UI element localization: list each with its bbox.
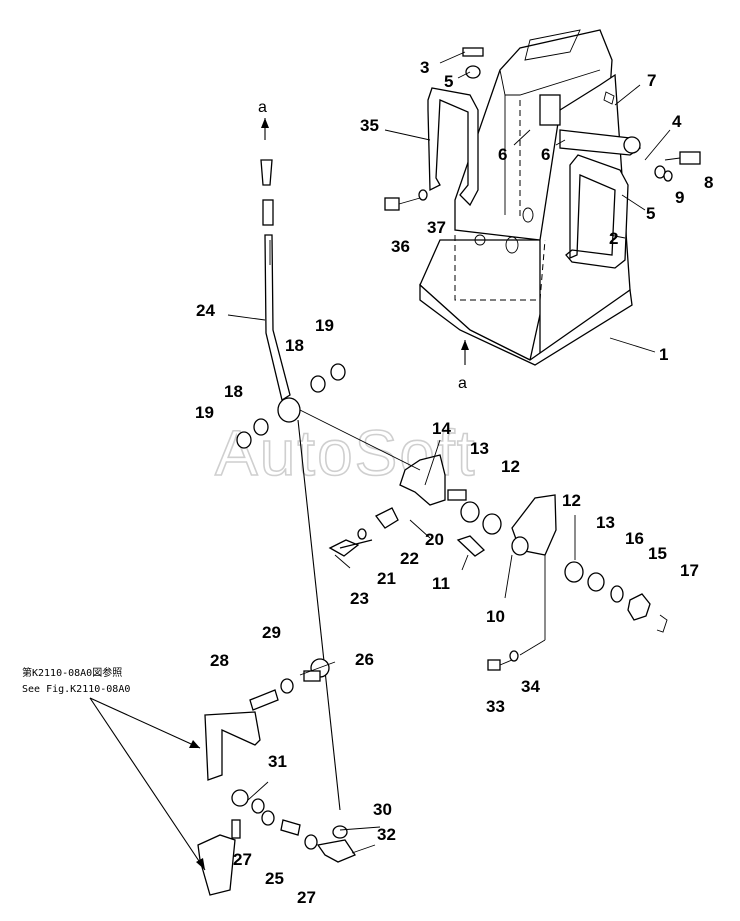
- callout-32: 32: [377, 825, 396, 844]
- bracket-10: [511, 494, 557, 656]
- lever-arm-upper: [204, 711, 261, 781]
- rod-25: [280, 819, 301, 836]
- callout-27-bottom: 27: [297, 888, 316, 907]
- washer-30: [332, 825, 348, 839]
- callout-14: 14: [432, 419, 451, 438]
- callout-17: 17: [680, 561, 699, 580]
- callout-8: 8: [704, 173, 713, 192]
- cotter-pin-17: [656, 614, 668, 633]
- reference-note-jp: 第K2110-08A0図参照: [22, 666, 122, 679]
- console-stand: [419, 29, 633, 366]
- lever-24: [260, 159, 341, 811]
- callout-13-lower: 13: [596, 513, 615, 532]
- arrow-a-upper: a: [258, 99, 269, 140]
- callout-27-left: 27: [233, 850, 252, 869]
- arrow-label-upper: a: [258, 99, 267, 116]
- callout-29: 29: [262, 623, 281, 642]
- bushing-18-left: [253, 418, 269, 436]
- nut-19-right: [330, 363, 346, 381]
- callout-6-right: 6: [541, 145, 550, 164]
- callout-23: 23: [350, 589, 369, 608]
- callout-13-upper: 13: [470, 439, 489, 458]
- callout-31: 31: [268, 752, 287, 771]
- spacer-12-right: [564, 561, 584, 583]
- callout-19-left: 19: [195, 403, 214, 422]
- pivot-bracket-14: [299, 409, 467, 506]
- nut-27-left: [261, 810, 275, 826]
- callout-22: 22: [400, 549, 419, 568]
- bolt-36: [384, 197, 421, 211]
- callout-4: 4: [672, 112, 682, 131]
- washer-34: [509, 650, 519, 662]
- callout-10: 10: [486, 607, 505, 626]
- nut-19-left: [236, 431, 252, 449]
- nut-27-upper: [251, 798, 265, 814]
- bushing-18-right: [310, 375, 326, 393]
- callout-3: 3: [420, 58, 429, 77]
- callout-12-upper: 12: [501, 457, 520, 476]
- nut-15: [627, 593, 651, 621]
- washer-37: [418, 189, 428, 201]
- rod-end-32: [316, 839, 356, 863]
- callout-1: 1: [659, 345, 668, 364]
- callout-35: 35: [360, 116, 379, 135]
- bushing-13-right: [587, 572, 605, 592]
- reference-note-en: See Fig.K2110-08A0: [22, 684, 130, 695]
- pin-23: [328, 539, 360, 557]
- clip-7: [603, 91, 615, 105]
- callout-11: 11: [432, 574, 450, 593]
- washer-16: [610, 585, 624, 603]
- callout-5-upper: 5: [444, 72, 453, 91]
- handle-35: [427, 87, 479, 207]
- callout-6-left: 6: [498, 145, 507, 164]
- arrow-label-lower: a: [458, 375, 467, 392]
- fitting-11: [456, 535, 486, 557]
- callout-18-left: 18: [224, 382, 243, 401]
- bushing-13: [460, 501, 480, 523]
- washer-22: [357, 528, 367, 540]
- pivot-shaft: [462, 47, 666, 179]
- callout-36: 36: [391, 237, 410, 256]
- callout-15: 15: [648, 544, 667, 563]
- callout-5-lower: 5: [646, 204, 655, 223]
- callout-20: 20: [425, 530, 444, 549]
- callouts: 1 2 3 4 5 5 6 6 7 8 9 10 11 12 12 13 13 …: [195, 58, 713, 907]
- washer-9: [663, 170, 673, 182]
- callout-9: 9: [675, 188, 684, 207]
- bolt-8: [664, 151, 701, 165]
- callout-28: 28: [210, 651, 229, 670]
- leader-lines: [227, 51, 671, 854]
- spacer-12: [482, 513, 502, 535]
- callout-7: 7: [647, 71, 656, 90]
- callout-19-right: 19: [315, 316, 334, 335]
- callout-30: 30: [373, 800, 392, 819]
- arrow-a-lower: a: [458, 340, 469, 392]
- handle-2: [565, 154, 629, 269]
- callout-18-right: 18: [285, 336, 304, 355]
- callout-25: 25: [265, 869, 284, 888]
- nut-27-right: [304, 834, 318, 850]
- callout-34: 34: [521, 677, 540, 696]
- callout-24: 24: [196, 301, 215, 320]
- callout-26: 26: [355, 650, 374, 669]
- callout-2: 2: [609, 229, 618, 248]
- callout-16: 16: [625, 529, 644, 548]
- callout-12-lower: 12: [562, 491, 581, 510]
- callout-33: 33: [486, 697, 505, 716]
- bolt-28: [249, 689, 279, 711]
- nut-29: [280, 678, 294, 694]
- bolt-21: [339, 539, 373, 549]
- reference-note: 第K2110-08A0図参照 See Fig.K2110-08A0: [22, 666, 206, 871]
- callout-37: 37: [427, 218, 446, 237]
- callout-21: 21: [377, 569, 396, 588]
- rod-end-31: [231, 789, 249, 807]
- bolt-33: [487, 659, 501, 671]
- clip-20: [375, 507, 399, 529]
